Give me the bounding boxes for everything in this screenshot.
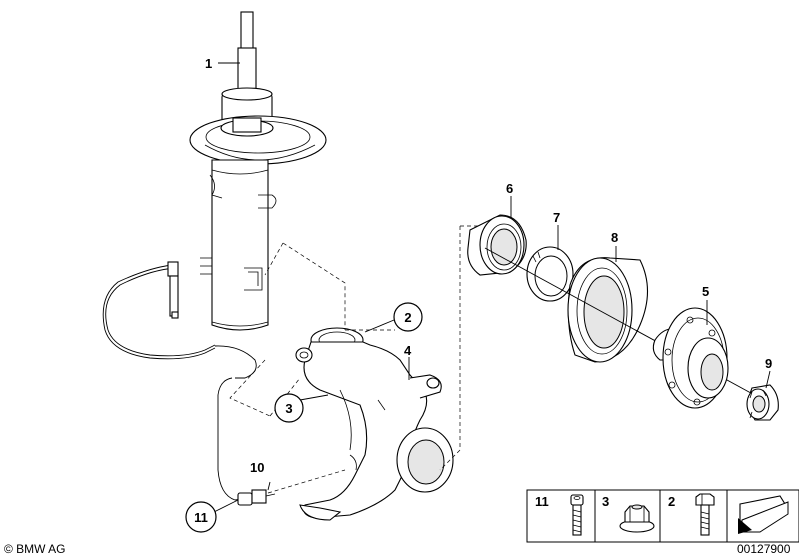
collar-nut[interactable] <box>746 384 779 421</box>
steering-knuckle[interactable] <box>295 327 454 521</box>
callout-4: 4 <box>404 343 412 358</box>
callout-9: 9 <box>765 356 772 371</box>
legend-label-3: 3 <box>602 494 609 509</box>
fastener-legend: 11 3 2 <box>526 489 799 543</box>
svg-text:2: 2 <box>404 310 411 325</box>
legend-label-2: 2 <box>668 494 675 509</box>
flange-nut-icon <box>619 504 655 533</box>
callout-6: 6 <box>506 181 513 196</box>
wheel-hub[interactable] <box>652 307 729 409</box>
circled-callout-11: 11 <box>185 501 217 533</box>
callout-7: 7 <box>553 210 560 225</box>
callout-leaders <box>213 62 771 513</box>
protection-ring[interactable] <box>567 257 648 363</box>
sensor-cable-upper[interactable] <box>102 261 257 501</box>
wheel-bearing[interactable] <box>467 214 527 276</box>
svg-text:3: 3 <box>285 401 292 416</box>
shock-absorber-strut[interactable] <box>189 11 327 331</box>
copyright-text: © BMW AG <box>4 542 66 556</box>
callout-8: 8 <box>611 230 618 245</box>
callout-labels: 1 4 5 6 7 8 9 10 <box>205 56 772 475</box>
drawing-number: 00127900 <box>737 542 791 556</box>
circled-callout-2: 2 <box>393 302 423 332</box>
callout-10: 10 <box>250 460 264 475</box>
forward-direction-arrow-icon <box>738 495 789 534</box>
abs-sensor[interactable] <box>234 469 346 506</box>
legend-label-11: 11 <box>535 494 549 509</box>
hex-bolt-icon <box>695 493 715 536</box>
circlip[interactable] <box>526 246 574 302</box>
callout-1: 1 <box>205 56 212 71</box>
callout-5: 5 <box>702 284 709 299</box>
svg-text:11: 11 <box>194 510 208 525</box>
circled-callout-3: 3 <box>274 393 304 423</box>
socket-bolt-icon <box>570 494 584 536</box>
